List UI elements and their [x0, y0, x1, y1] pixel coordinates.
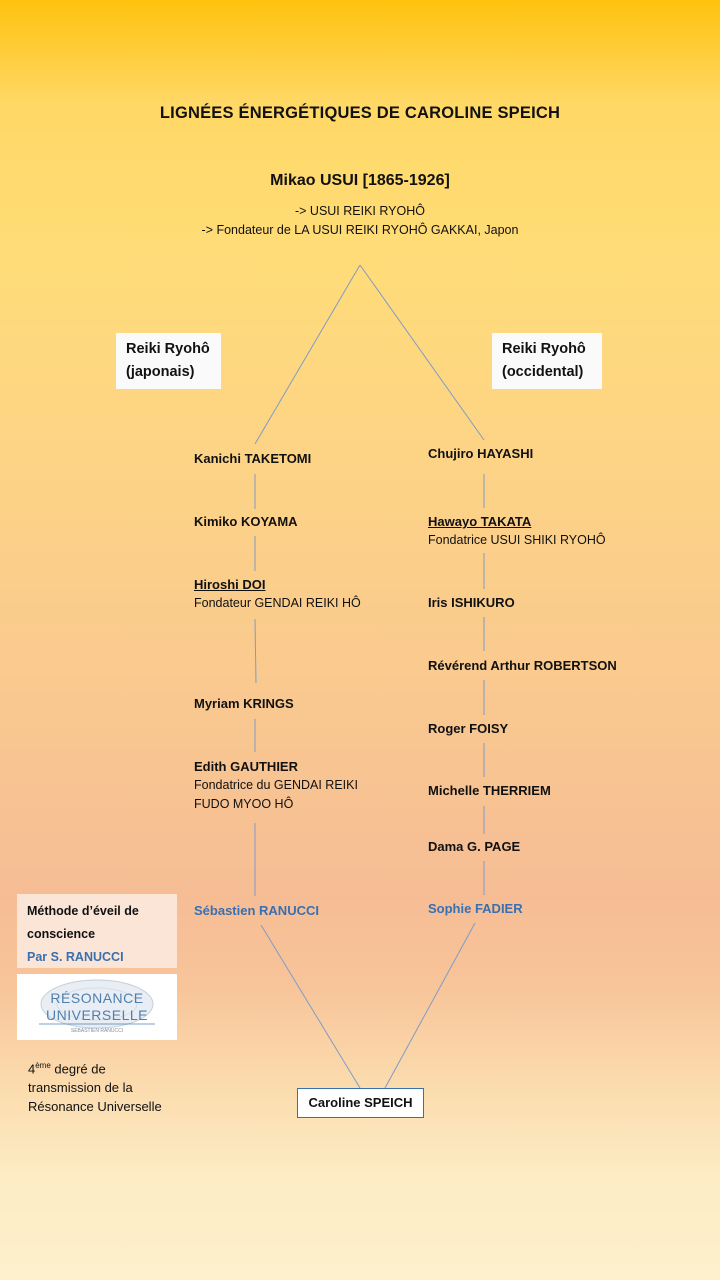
resonance-universelle-logo: RÉSONANCE UNIVERSELLE SÉBASTIEN RANUCCI [17, 974, 177, 1040]
lineage-member: Kimiko KOYAMA [194, 514, 298, 529]
branch-label-occidental: Reiki Ryohô (occidental) [492, 333, 602, 389]
connector-root-right [359, 264, 485, 441]
lineage-member: Iris ISHIKURO [428, 595, 515, 610]
connector-left-final [260, 924, 361, 1089]
lineage-member: Roger FOISY [428, 721, 509, 736]
branch-label-line: Reiki Ryohô [502, 341, 586, 357]
lineage-member: Hawayo TAKATA [428, 514, 532, 529]
root-line-2: -> Fondateur de LA USUI REIKI RYOHÔ GAKK… [201, 223, 519, 237]
page-title: LIGNÉES ÉNERGÉTIQUES DE CAROLINE SPEICH [159, 104, 561, 122]
lineage-note: Fondateur GENDAI REIKI HÔ [194, 596, 361, 610]
method-line-1: Méthode d’éveil de [27, 904, 139, 918]
connector-root-left [254, 264, 361, 445]
lineage-member: Hiroshi DOI [194, 577, 266, 592]
degree-line-3: Résonance Universelle [28, 1099, 162, 1115]
lineage-note: Fondatrice USUI SHIKI RYOHÔ [428, 533, 606, 547]
root-founder: Mikao USUI [1865-1926] [270, 172, 450, 189]
lineage-member: Michelle THERRIEM [428, 783, 551, 798]
branch-label-line: (occidental) [502, 364, 584, 380]
logo-graphic: RÉSONANCE UNIVERSELLE SÉBASTIEN RANUCCI [39, 979, 155, 1034]
root-line-1: -> USUI REIKI RYOHÔ [294, 204, 425, 218]
branch-label-line: (japonais) [126, 364, 195, 380]
degree-rest: degré de [50, 1061, 106, 1077]
branch-label-line: Reiki Ryohô [126, 341, 210, 357]
lineage-note: FUDO MYOO HÔ [194, 797, 294, 811]
degree-line-2: transmission de la [28, 1080, 133, 1096]
lineage-member: Kanichi TAKETOMI [194, 451, 312, 466]
method-box: Méthode d’éveil de conscience Par S. RAN… [17, 894, 177, 968]
degree-superscript: ème [35, 1061, 51, 1070]
connector-left-3 [254, 618, 257, 684]
connector-right-final [384, 922, 476, 1089]
method-line-2: conscience [27, 927, 96, 941]
lineage-member: Myriam KRINGS [194, 696, 294, 711]
logo-text-1: RÉSONANCE [50, 990, 143, 1006]
lineage-member: Dama G. PAGE [428, 839, 521, 854]
lineage-member: Révérend Arthur ROBERTSON [428, 658, 617, 673]
final-node-caroline-speich: Caroline SPEICH [297, 1088, 424, 1118]
lineage-member: Chujiro HAYASHI [428, 446, 534, 461]
lineage-member: Edith GAUTHIER [194, 759, 298, 774]
lineage-member: Sébastien RANUCCI [194, 903, 319, 918]
lineage-note: Fondatrice du GENDAI REIKI [194, 778, 358, 792]
degree-text: 4ème degré de transmission de la Résonan… [28, 1056, 162, 1116]
degree-number: 4 [28, 1061, 36, 1077]
logo-text-2: UNIVERSELLE [46, 1007, 148, 1023]
logo-text-3: SÉBASTIEN RANUCCI [71, 1027, 123, 1034]
branch-label-japanese: Reiki Ryohô (japonais) [116, 333, 221, 389]
method-author: Par S. RANUCCI [27, 950, 124, 964]
lineage-member: Sophie FADIER [428, 901, 523, 916]
